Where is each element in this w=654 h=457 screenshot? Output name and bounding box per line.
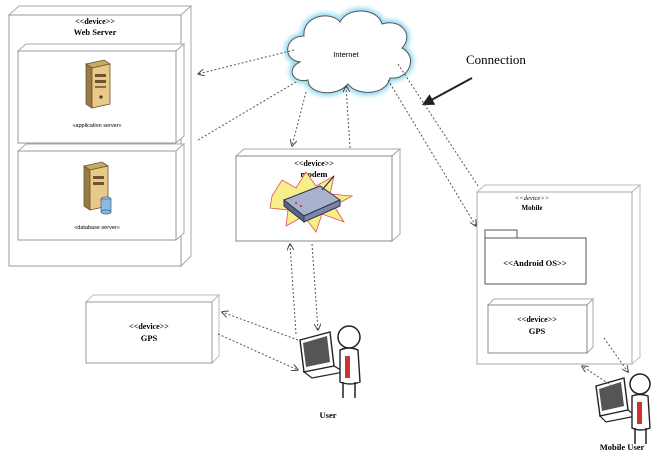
modem-name: modem — [301, 169, 328, 179]
database-server-node[interactable]: «database server» — [16, 142, 186, 242]
mobile-user-figure[interactable]: Mobile User — [595, 373, 651, 452]
mobile-name: Mobile — [522, 204, 543, 212]
application-server-node[interactable]: «application server» — [16, 42, 186, 145]
mobile-user-laptop-icon — [595, 377, 638, 423]
android-os-package[interactable]: <<Android OS>> — [484, 229, 587, 285]
web-server-name: Web Server — [74, 27, 117, 37]
gps-name: GPS — [141, 333, 158, 343]
database-server-label: «database server» — [74, 225, 120, 231]
connector-modem-to-internet — [346, 86, 351, 149]
connection-arrow — [421, 77, 473, 106]
user-label: User — [320, 410, 337, 420]
connector-internet-to-mobile — [387, 79, 476, 226]
gps-stereotype: <<device>> — [129, 322, 169, 331]
connector-internet-to-webserver — [198, 49, 295, 74]
gps-node[interactable]: <<device>> GPS — [84, 293, 221, 365]
laptop-icon — [299, 331, 346, 379]
connection-label: Connection — [466, 52, 526, 67]
mobile-gps-node[interactable]: <<device>> GPS — [486, 297, 595, 355]
user-figure[interactable]: User — [299, 325, 361, 420]
web-server-stereotype: <<device>> — [75, 17, 115, 26]
modem-stereotype: <<device>> — [294, 159, 334, 168]
modem-node[interactable]: <<device>> modem — [234, 147, 402, 243]
android-os-label: <<Android OS>> — [503, 258, 567, 268]
database-server-icon — [82, 161, 112, 215]
connector-internet-to-mobile-2 — [397, 63, 479, 187]
connector-webserver-to-internet — [197, 81, 297, 141]
connectors — [197, 49, 628, 387]
connector-user-to-gps — [222, 312, 299, 341]
modem-icon — [269, 171, 354, 233]
server-icon — [84, 59, 112, 109]
connector-gps-to-user — [217, 333, 298, 370]
connector-modem-to-user — [311, 243, 318, 330]
mobile-gps-name: GPS — [529, 326, 546, 336]
mobile-user-label: Mobile User — [600, 442, 645, 452]
connector-user-to-modem — [290, 244, 297, 335]
connector-internet-to-modem — [292, 91, 307, 146]
internet-cloud[interactable]: Internet — [284, 7, 414, 96]
internet-label: Internet — [333, 50, 359, 59]
connector-mobile-to-mobileuser — [603, 337, 628, 372]
connector-mobileuser-to-mobile — [582, 366, 613, 387]
mobile-stereotype: <<device>> — [515, 195, 549, 202]
application-server-label: «application server» — [72, 123, 121, 129]
mobile-gps-stereotype: <<device>> — [517, 315, 557, 324]
person-icon — [337, 325, 361, 398]
mobile-user-person-icon — [629, 373, 651, 444]
